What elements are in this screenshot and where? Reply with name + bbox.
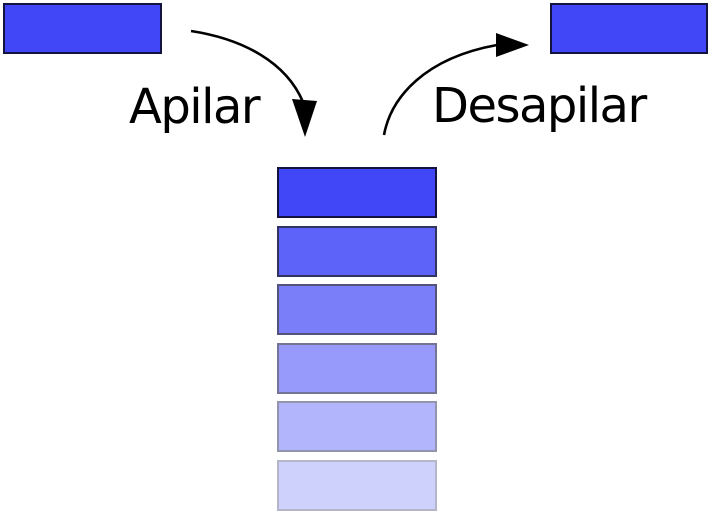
push-label: Apilar: [129, 79, 261, 135]
outgoing-block: [550, 3, 708, 54]
stack-item-4: [277, 342, 437, 394]
stack-item-2: [277, 225, 437, 277]
stack-item-3: [277, 284, 437, 335]
stack: [277, 167, 437, 511]
stack-item-5: [277, 401, 437, 452]
stack-item-6: [277, 459, 437, 511]
stack-item-1: [277, 167, 437, 218]
incoming-block: [3, 3, 162, 54]
pop-label: Desapilar: [432, 78, 647, 134]
